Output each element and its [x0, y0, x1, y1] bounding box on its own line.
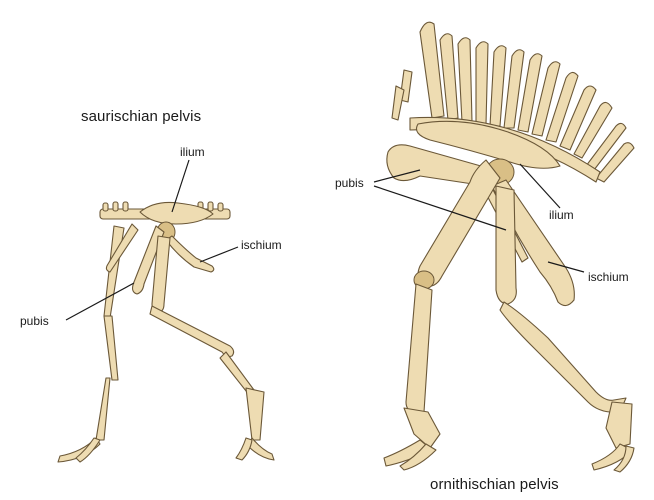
saurischian-ilium-label: ilium — [180, 145, 205, 159]
saurischian-ischium-label: ischium — [241, 238, 282, 252]
ornithischian-ilium-leader — [520, 164, 560, 208]
saurischian-pubis-label: pubis — [20, 314, 49, 328]
saurischian-title: saurischian pelvis — [81, 108, 201, 125]
ornithischian-pubis-label: pubis — [335, 176, 364, 190]
ornithischian-ilium-label: ilium — [549, 208, 574, 222]
saurischian-ischium — [166, 236, 214, 272]
ornithischian-title: ornithischian pelvis — [430, 476, 559, 493]
ornithischian-skeleton — [384, 22, 634, 472]
saurischian-pubis-leader — [66, 283, 134, 320]
saurischian-ischium-leader — [200, 247, 238, 262]
ornithischian-ischium-label: ischium — [588, 270, 629, 284]
